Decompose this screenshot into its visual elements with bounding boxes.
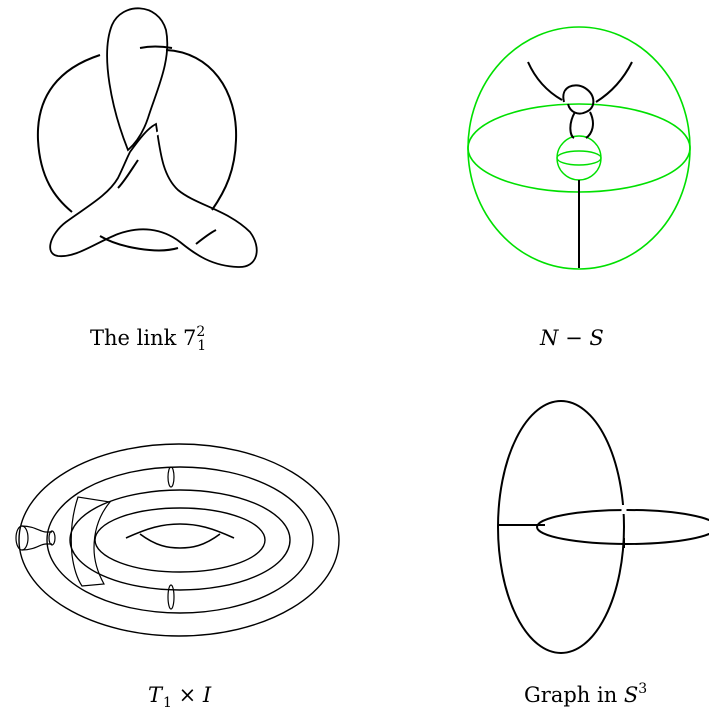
- equator: [467, 103, 691, 193]
- arc-right: [595, 61, 633, 103]
- torus-hole: [94, 507, 266, 573]
- red-region: [49, 122, 258, 268]
- caption-torus-sub: 1: [163, 695, 172, 711]
- knot-strand-inner: [117, 159, 139, 189]
- meridian-top: [167, 466, 175, 488]
- caption-graph-sup: 3: [638, 681, 648, 697]
- caption-torus-op: ×: [178, 683, 197, 707]
- knot-strand-right: [165, 49, 238, 211]
- arc-left: [527, 61, 563, 101]
- tube-base: [48, 530, 56, 546]
- small-equator: [556, 150, 602, 166]
- knot-strand-under: [149, 128, 165, 140]
- caption-torus-right: I: [202, 683, 212, 707]
- green-lobe: [106, 7, 169, 152]
- meridian-bottom: [167, 584, 175, 610]
- torus-middle: [46, 466, 314, 614]
- caption-ns-op: −: [565, 326, 583, 350]
- caption-graph-var: S: [623, 683, 639, 707]
- knot-strand-left: [36, 54, 101, 213]
- horizontal-ellipse: [536, 509, 709, 545]
- caption-link: The link 721: [90, 324, 206, 354]
- caption-ns: N − S: [540, 326, 604, 350]
- knot-strand-top: [139, 45, 173, 49]
- caption-torus-left: T: [148, 683, 163, 707]
- caption-torus: T1 × I: [148, 683, 212, 711]
- knot-loop: [562, 84, 595, 139]
- outer-sphere: [467, 26, 691, 270]
- torus-outer: [18, 443, 340, 637]
- caption-link-sub: 1: [197, 338, 207, 354]
- knot-strand-bottom: [99, 229, 217, 252]
- caption-ns-left: N: [540, 326, 559, 350]
- caption-link-sup: 2: [196, 324, 206, 340]
- torus-inner: [69, 489, 291, 591]
- caption-graph: Graph in S3: [524, 681, 648, 707]
- caption-ns-right: S: [589, 326, 604, 350]
- caption-link-text: The link 7: [90, 326, 197, 350]
- green-band: [70, 496, 112, 587]
- small-sphere: [556, 135, 602, 181]
- tube: [21, 525, 52, 551]
- tube-end: [15, 525, 29, 551]
- caption-graph-text: Graph in: [524, 683, 624, 707]
- torus-seam: [125, 523, 235, 549]
- vertical-ellipse: [497, 400, 625, 654]
